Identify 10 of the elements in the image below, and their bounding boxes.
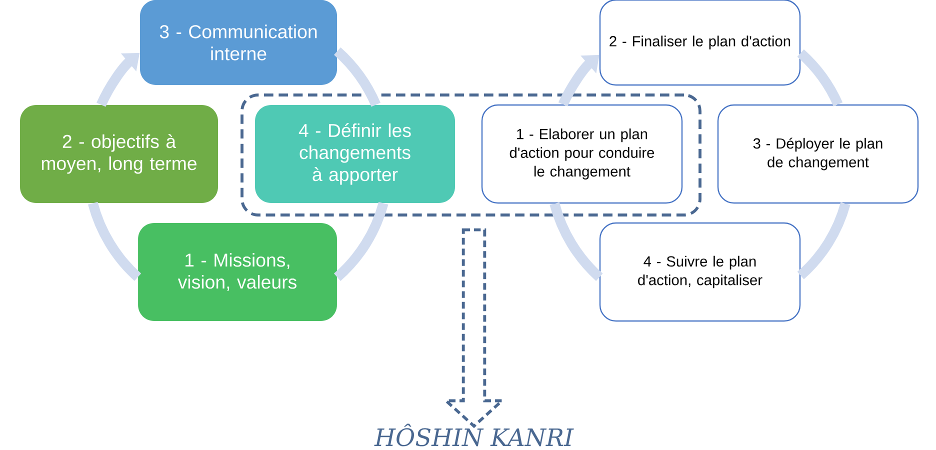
- step-box: 1 - Elaborer un plan d'action pour conduire le changement: [481, 104, 683, 204]
- step-box: 2 - Finaliser le plan d'action: [599, 0, 801, 86]
- process-box: 1 - Missions, vision, valeurs: [138, 223, 337, 321]
- title-text: HÔSHIN KANRI: [374, 424, 574, 446]
- process-box: 4 - Définir les changements à apporter: [255, 105, 455, 203]
- process-box: 2 - objectifs à moyen, long terme: [20, 105, 218, 203]
- step-box: 4 - Suivre le plan d'action, capitaliser: [599, 222, 801, 322]
- dashed-group-box: [240, 94, 702, 216]
- step-box: 3 - Déployer le plan de changement: [717, 104, 919, 204]
- process-box: 3 - Communication interne: [140, 0, 338, 86]
